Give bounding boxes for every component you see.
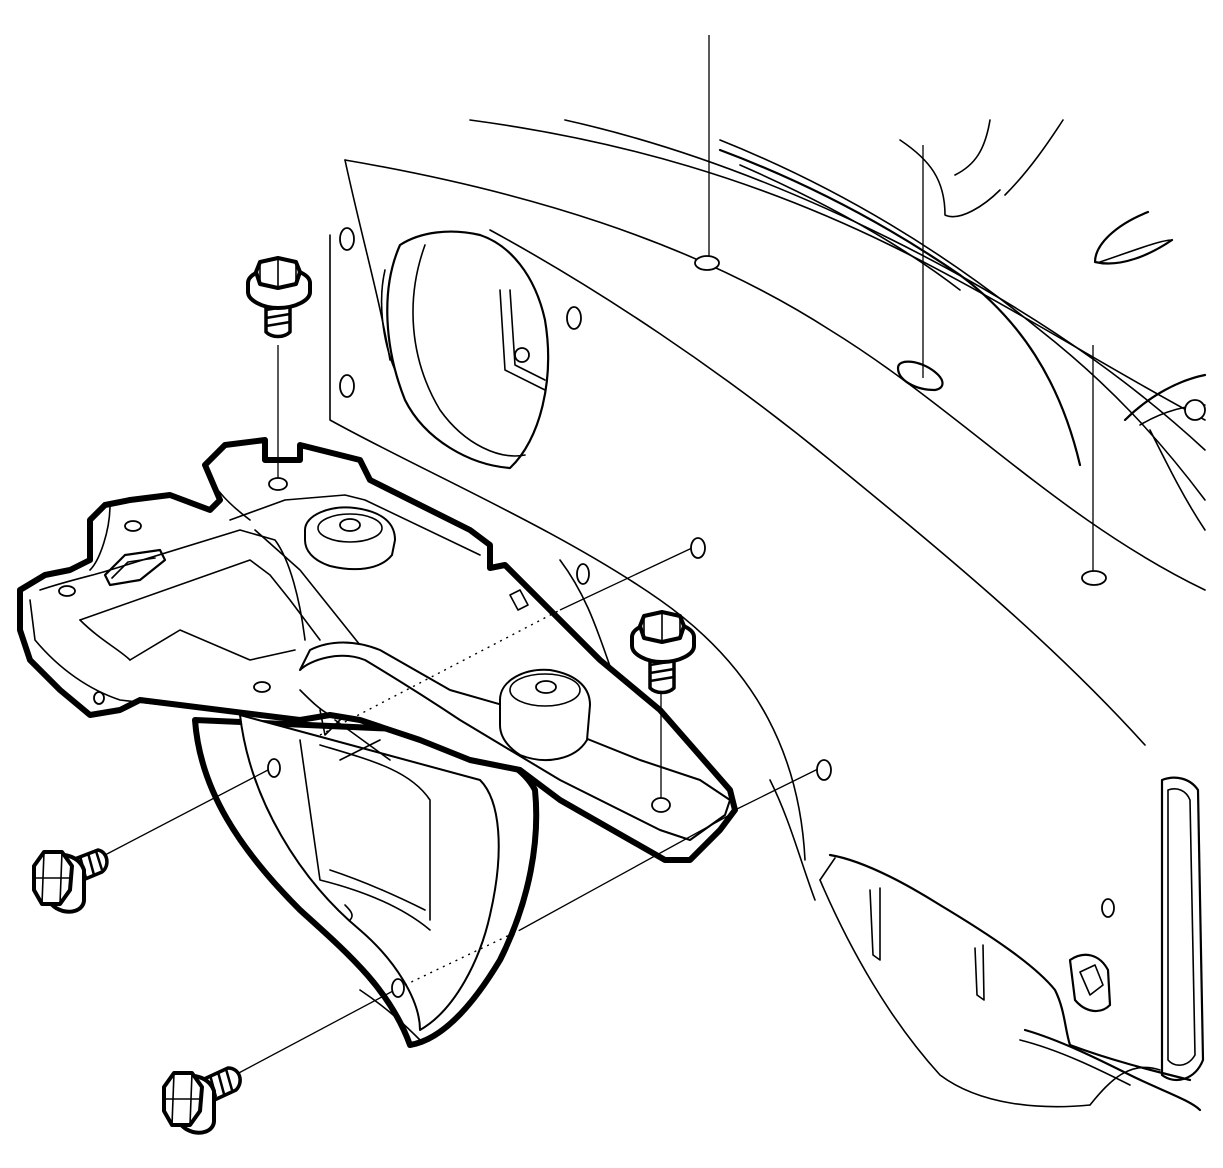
reference-hole-4	[690, 537, 706, 559]
body-panel	[329, 119, 1207, 1112]
lower-splash-shield	[819, 853, 1202, 1112]
bolt-bottom-left	[162, 1066, 242, 1135]
reference-line-4	[559, 547, 693, 611]
bracket-boss-lower	[499, 668, 591, 761]
reference-hole-3	[1081, 570, 1107, 586]
bracket-boss-upper	[304, 506, 396, 571]
round-access-cover	[380, 230, 550, 470]
rocker-molding	[1160, 776, 1205, 1082]
reference-hole-1	[694, 255, 720, 271]
bolt-left	[32, 848, 109, 914]
reference-lines	[559, 35, 1107, 811]
bolt-top-left	[246, 256, 312, 339]
reference-slot-2	[896, 360, 944, 392]
bolt-top-right	[630, 610, 696, 695]
fastener-guides	[104, 345, 736, 1076]
mounting-bracket	[17, 437, 738, 1048]
